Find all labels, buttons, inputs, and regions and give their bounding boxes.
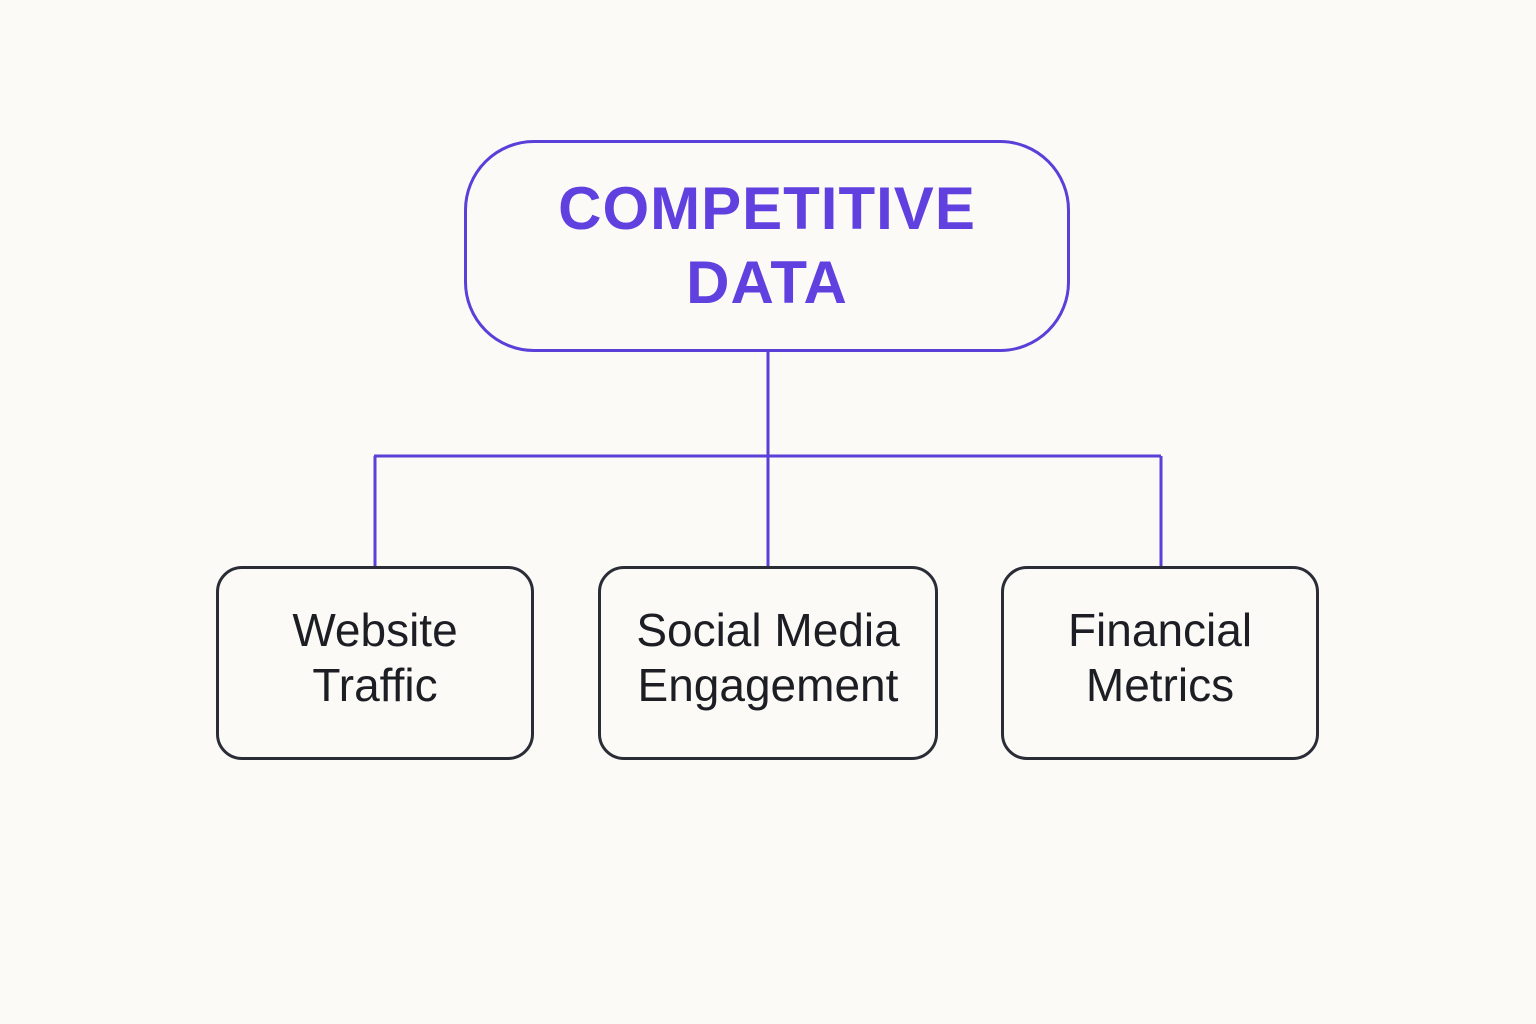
child-node-label: Social Media Engagement (636, 604, 900, 711)
child-node-website-traffic: Website Traffic (216, 566, 534, 760)
child-node-financial-metrics: Financial Metrics (1001, 566, 1319, 760)
root-node: COMPETITIVE DATA (464, 140, 1070, 352)
child-node-social-media-engagement: Social Media Engagement (598, 566, 938, 760)
root-node-label: COMPETITIVE DATA (558, 175, 976, 316)
child-node-label: Financial Metrics (1067, 604, 1253, 711)
child-node-label: Website Traffic (292, 604, 458, 711)
